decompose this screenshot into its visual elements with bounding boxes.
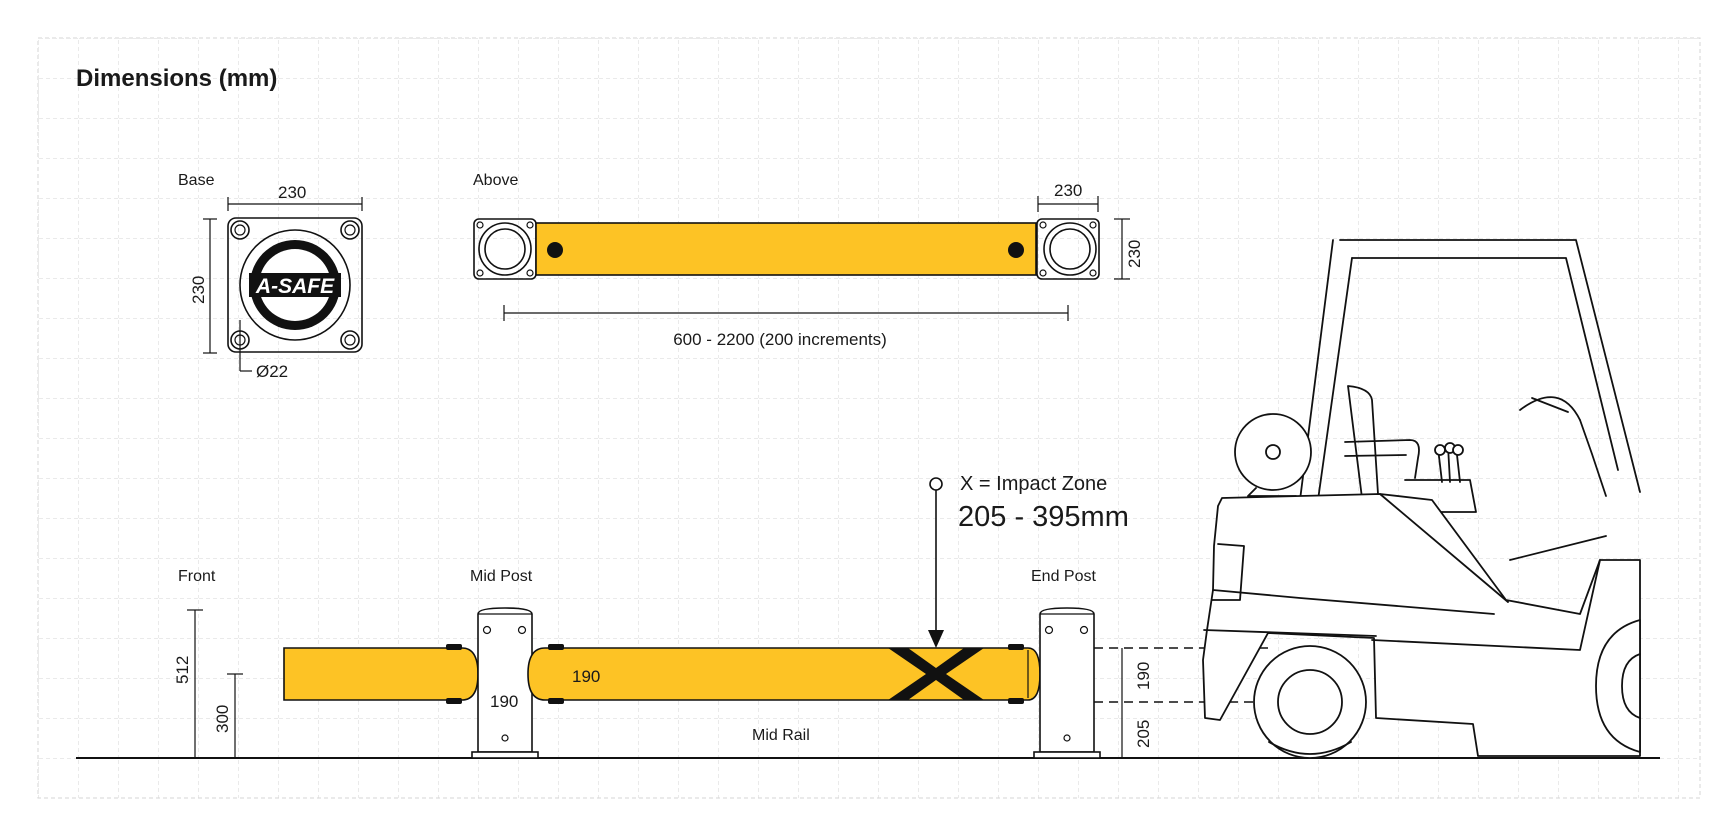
mid-post-label: Mid Post bbox=[470, 568, 533, 585]
above-label: Above bbox=[473, 172, 518, 189]
mid-rail-label: Mid Rail bbox=[752, 727, 810, 744]
above-view: Above 230 230 bbox=[473, 172, 1144, 349]
base-width-dimension: 230 bbox=[227, 183, 363, 211]
forklift-illustration bbox=[1202, 239, 1641, 759]
impact-zone-callout: X = Impact Zone 205 - 395mm bbox=[928, 473, 1129, 648]
height-512-dimension: 512 bbox=[173, 609, 203, 758]
mid-post-rail-height: 190 bbox=[490, 692, 518, 711]
above-end-height-dimension: 230 bbox=[1114, 218, 1144, 280]
impact-zone-x bbox=[888, 648, 984, 700]
end-post bbox=[1033, 607, 1101, 759]
front-label: Front bbox=[178, 568, 216, 585]
base-height-value: 230 bbox=[189, 276, 208, 304]
page-title: Dimensions (mm) bbox=[76, 65, 277, 92]
mid-rail-height-value: 190 bbox=[572, 667, 600, 686]
mid-rail: 190 Mid Rail bbox=[527, 644, 1041, 744]
base-view: Base 230 230 A-SAFE bbox=[178, 172, 363, 381]
height-300-dimension: 300 bbox=[213, 673, 243, 758]
above-length-value: 600 - 2200 (200 increments) bbox=[673, 330, 887, 349]
above-rail bbox=[535, 222, 1037, 276]
impact-zone-label: X = Impact Zone bbox=[960, 473, 1107, 495]
hole-diameter: Ø22 bbox=[256, 362, 288, 381]
front-view: Front Mid Post End Post 512 300 bbox=[76, 473, 1660, 759]
total-height-value: 512 bbox=[173, 656, 192, 684]
above-end-width-dimension: 230 bbox=[1037, 181, 1099, 212]
above-end-width-value: 230 bbox=[1054, 181, 1082, 200]
mid-post: 190 bbox=[471, 607, 539, 759]
rail-height-dimension: 190 205 bbox=[1094, 647, 1270, 758]
above-right-plate bbox=[1036, 218, 1100, 280]
above-end-height-value: 230 bbox=[1125, 240, 1144, 268]
above-length-dimension: 600 - 2200 (200 increments) bbox=[503, 305, 1069, 349]
rail-height-right-value: 190 bbox=[1134, 662, 1153, 690]
hole-callout: Ø22 bbox=[239, 320, 288, 381]
end-post-label: End Post bbox=[1031, 568, 1096, 585]
base-height-dimension: 230 bbox=[189, 218, 217, 354]
ground-gap-value: 205 bbox=[1134, 720, 1153, 748]
asafe-logo: A-SAFE bbox=[255, 275, 335, 298]
base-label: Base bbox=[178, 172, 215, 189]
impact-zone-range: 205 - 395mm bbox=[958, 501, 1129, 533]
base-width-value: 230 bbox=[278, 183, 306, 202]
left-rail bbox=[283, 644, 479, 704]
post-height-value: 300 bbox=[213, 705, 232, 733]
